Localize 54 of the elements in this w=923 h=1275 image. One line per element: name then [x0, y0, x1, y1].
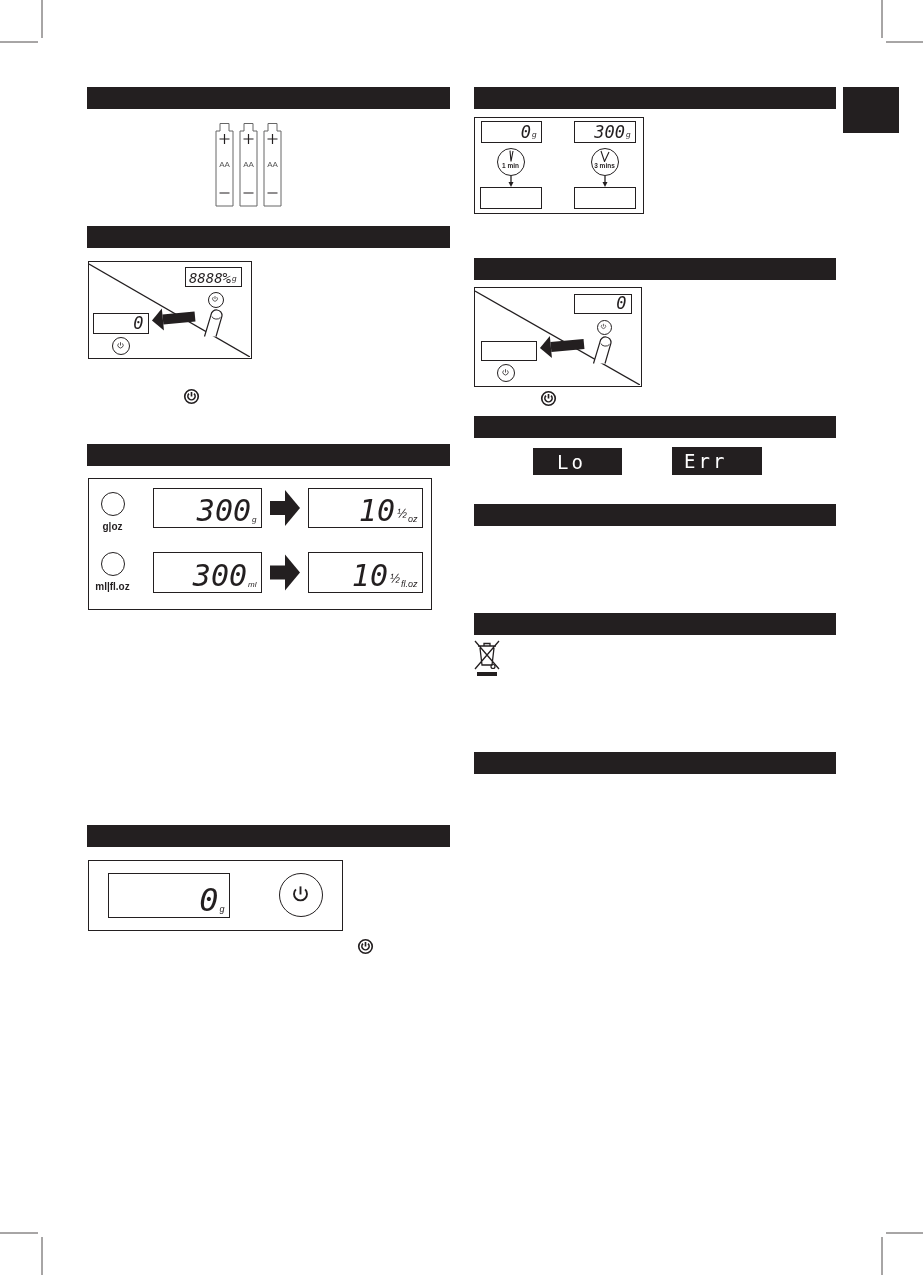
display-readout: Lo: [557, 450, 586, 473]
battery-label: AA: [266, 161, 279, 169]
lcd-display: [573, 293, 632, 314]
display-digits: 0: [616, 294, 627, 312]
block-arrow: [539, 336, 585, 358]
display-digits: 8888%: [188, 270, 232, 285]
panel-frame: [88, 860, 343, 931]
error-display: [533, 448, 622, 475]
display-digits: 0: [520, 123, 532, 141]
button-label: g|oz: [101, 521, 124, 532]
battery-label: AA: [242, 161, 255, 169]
display-digits: 10: [351, 560, 388, 591]
unit-label: g: [219, 904, 225, 914]
lcd-display: [307, 551, 423, 593]
display-digits: 300: [594, 123, 626, 141]
arrow: [508, 175, 514, 187]
lcd-display: [479, 186, 542, 209]
button-label: ml|fl.oz: [94, 581, 131, 592]
unit-label: ml: [248, 580, 257, 589]
block-arrow: [270, 490, 300, 526]
battery: [239, 122, 258, 207]
unit-label: g: [532, 130, 537, 139]
display-digits: 10: [358, 495, 395, 526]
display-readout: Err: [684, 450, 728, 472]
display-digits: 300: [192, 560, 248, 591]
panel-frame: [474, 117, 644, 214]
unit-label: g: [232, 274, 237, 283]
lcd-display: [480, 340, 537, 361]
lcd-display: [573, 186, 636, 209]
block-arrow: [151, 308, 196, 331]
unit-label: g: [626, 130, 631, 139]
lcd-display: [152, 551, 262, 593]
display-digits: 0: [199, 883, 219, 916]
lcd-display: [92, 312, 149, 334]
lcd-display: [307, 487, 423, 528]
arrow: [602, 175, 608, 187]
display-digits: 0: [133, 314, 144, 332]
unit-label: g: [252, 515, 257, 524]
block-arrow: [270, 554, 300, 591]
battery: [263, 122, 282, 207]
battery: [215, 122, 234, 207]
panel-frame: [88, 478, 432, 610]
fraction-label: ½: [396, 507, 407, 520]
fraction-label: ½: [389, 572, 400, 585]
error-display: [672, 447, 762, 475]
lcd-display: [480, 120, 542, 143]
unit-label: fl.oz: [401, 579, 418, 589]
battery-label: AA: [218, 161, 231, 169]
lcd-display: [107, 872, 230, 918]
lcd-display: [573, 120, 636, 143]
lcd-display: [152, 487, 262, 528]
lcd-display: [184, 266, 242, 287]
unit-label: oz: [408, 514, 418, 524]
display-digits: 300: [196, 495, 252, 526]
